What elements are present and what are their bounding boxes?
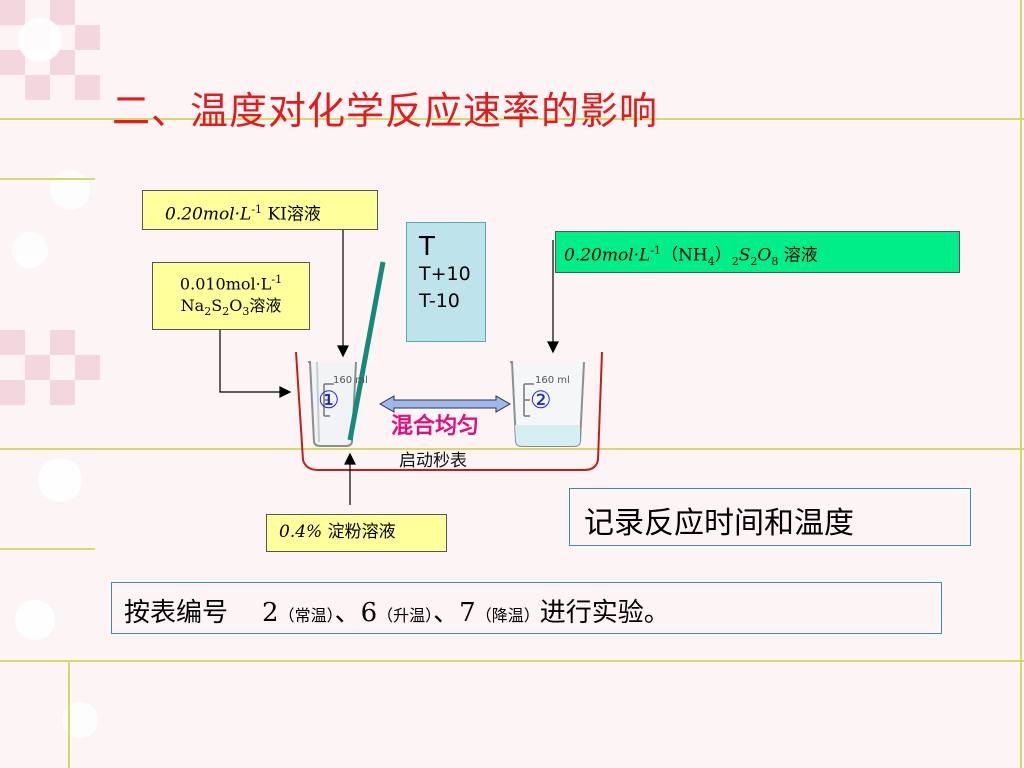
page-title: 二、温度对化学反应速率的影响 [112,89,659,133]
record-time-temperature-box: 记录反应时间和温度 [569,488,971,546]
temp-t-plus: T+10 [419,263,471,285]
divider-line [0,548,95,550]
beaker-1 [308,361,357,447]
divider-line [0,660,1024,662]
temp-t-minus: T-10 [419,290,460,312]
ki-name: KI溶液 [262,204,321,225]
thermometer [347,261,386,441]
starch-solution-box: 0.4% 淀粉溶液 [266,514,447,552]
starch-concentration: 0.4% [279,522,323,542]
persulfate-solution-box: 0.20mol·L-1（NH4）2S2O8 溶液 [555,231,960,273]
ki-exponent: -1 [251,203,263,216]
divider-line [0,178,95,180]
instruction-main: 按表编号 [124,598,229,628]
mix-label: 混合均匀 [391,414,480,439]
beaker-1-label: ① [318,386,340,414]
na2s2o3-arrow [219,330,292,398]
temperature-box: T T+10 T-10 [406,222,486,342]
persulfate-formula: （NH [661,245,708,266]
beaker-2-scale: 160 ml [535,375,570,386]
divider-line [1020,0,1022,768]
ki-solution-box: 0.20mol·L-1 KI溶液 [142,190,378,230]
beaker-1-scale: 160 ml [333,375,368,386]
divider-line [0,448,1024,450]
divider-line [0,118,1024,120]
beaker-2 [510,361,585,447]
water-bath [295,351,603,471]
checkered-background [0,0,100,738]
starch-arrow [344,452,356,505]
ki-arrow [337,228,349,358]
na2s2o3-solution-box: 0.010mol·L-1 Na2S2O3溶液 [152,262,310,330]
starch-name: 淀粉溶液 [322,522,396,542]
persulfate-arrow [547,240,559,354]
na2s2o3-concentration: 0.010mol·L [179,274,272,294]
mix-double-arrow [378,395,512,413]
timer-label: 启动秒表 [399,451,467,471]
temp-t: T [419,232,435,262]
beaker-2-label: ② [530,386,552,414]
divider-line [68,660,70,768]
ki-concentration: 0.20mol·L [165,204,252,225]
na2s2o3-formula: Na2S2O3溶液 [180,296,282,319]
na2s2o3-exponent: -1 [271,273,283,286]
persulfate-concentration: 0.20mol·L [564,245,651,266]
